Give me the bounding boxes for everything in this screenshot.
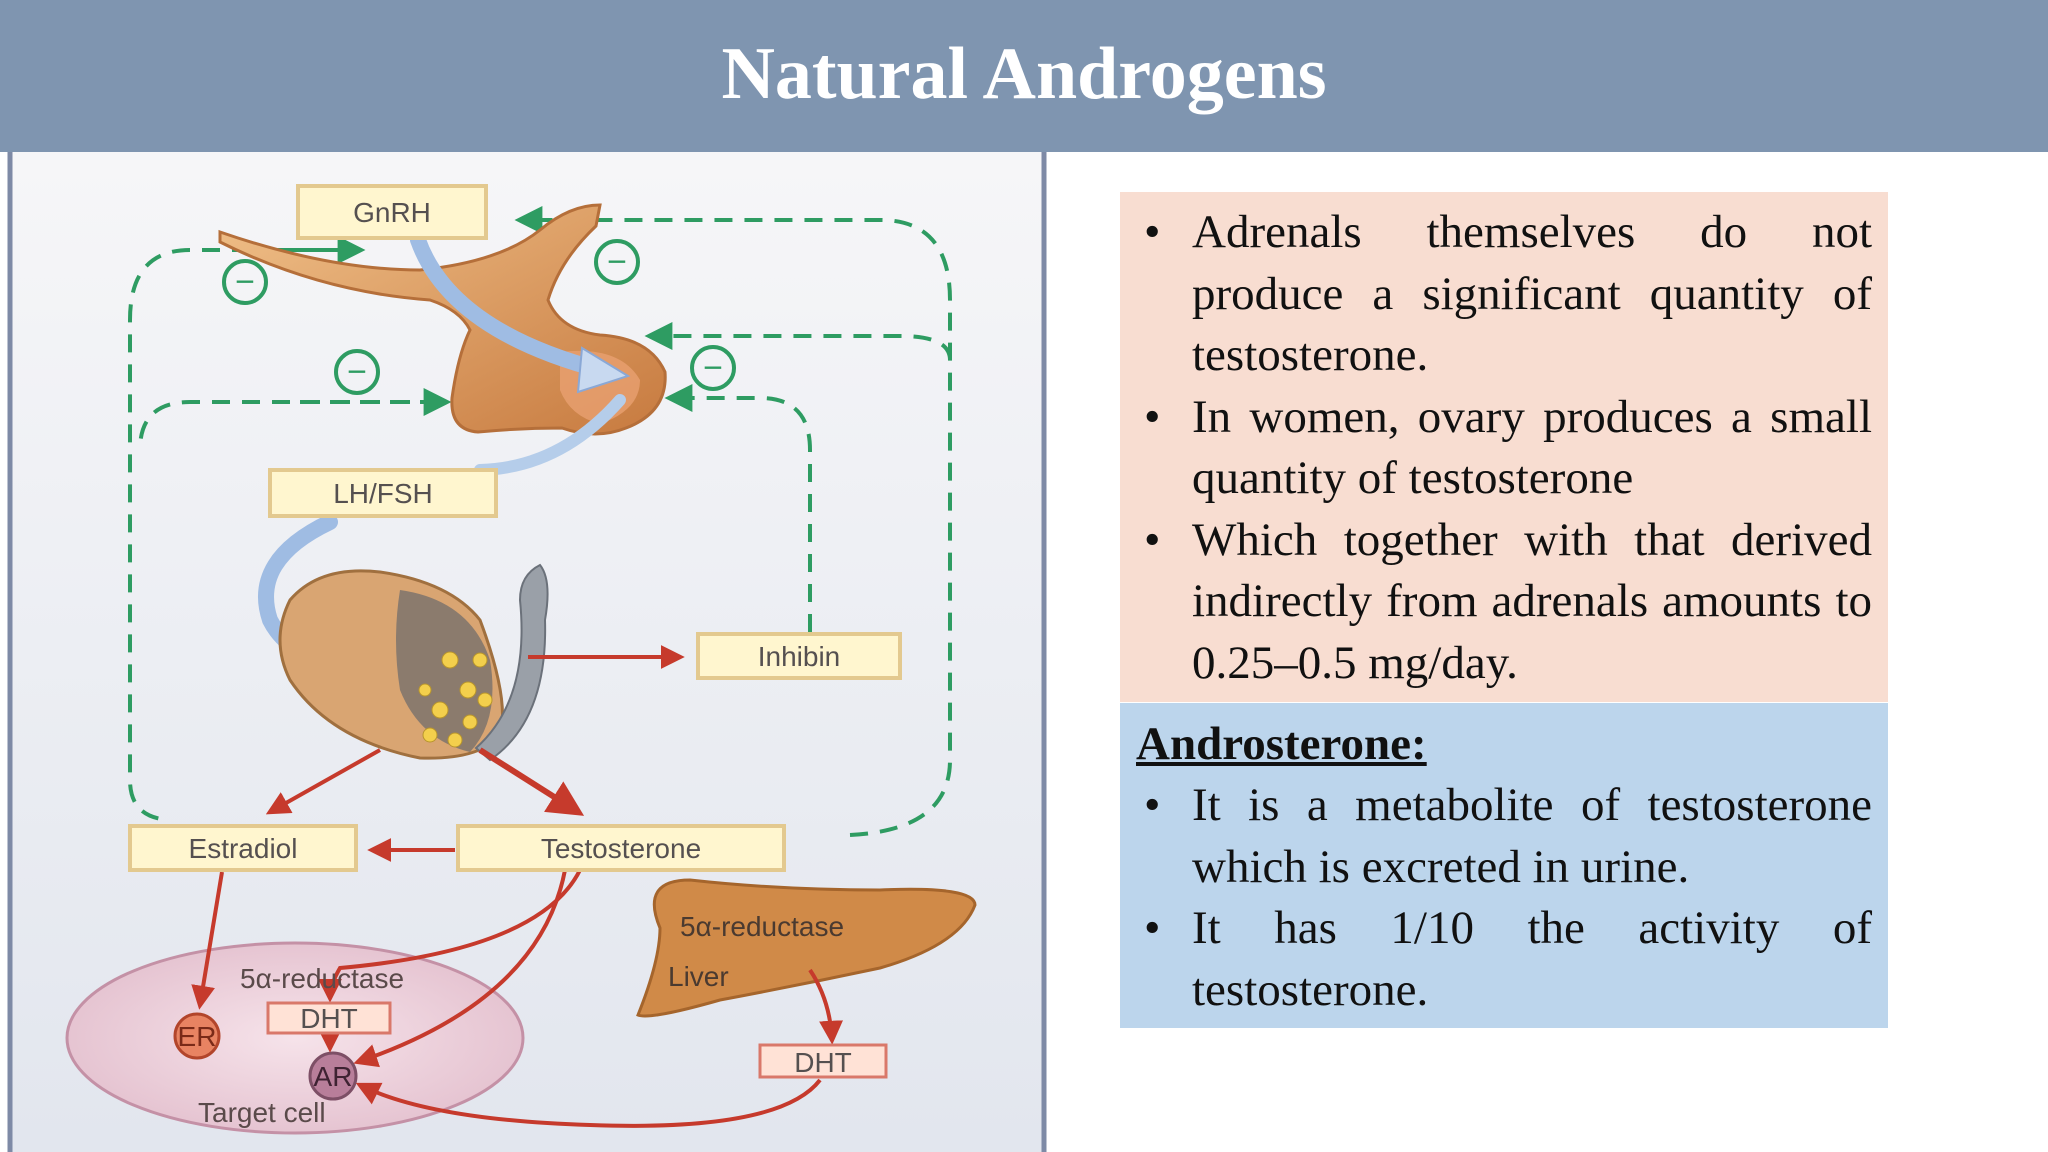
gnrh-label: GnRH [353,197,431,228]
gnrh-arrow [410,232,608,378]
testosterone-to-ar-arrow [353,869,567,1068]
bullet: • [1144,779,1161,831]
bullet: • [1144,513,1161,566]
feedback-mid-right [644,322,952,361]
reductase-cell-label: 5α-reductase [240,963,404,994]
fallopian-tube [474,563,549,762]
liver-label: Liver [668,961,729,992]
estradiol-to-er-arrow [191,871,224,1010]
ovary-inner [396,590,493,752]
minus-circle [334,349,380,395]
list-item: •Which together with that derived indire… [1136,510,1872,695]
dht-liver-label: DHT [794,1047,852,1078]
feedback-outer-right [514,206,952,837]
ovary-to-estradiol-arrow [265,748,381,815]
minus-circle [690,345,736,391]
ar-label: AR [314,1061,353,1092]
target-cell-label: Target cell [198,1097,326,1128]
androsterone-heading: Androsterone: [1136,718,1427,770]
minus-sign: − [235,263,255,301]
feedback-inhibin [664,384,812,632]
bullet: • [1144,902,1161,954]
slide-title: Natural Androgens [721,33,1327,115]
target-cell [65,941,525,1135]
androsterone-panel: Androsterone: • It is a metabolite of te… [1120,703,1888,1028]
facts-list: •Adrenals themselves do not produce a si… [1136,202,1872,694]
follicles [418,651,493,748]
bullet: • [1144,206,1161,258]
lh-fsh-label: LH/FSH [333,478,433,509]
androgen-pathway-diagram: − − − − [7,152,1047,1152]
ar-receptor [308,1051,358,1101]
gnrh-arrow-head [576,346,631,394]
minus-sign: − [703,349,723,387]
list-item: •Adrenals themselves do not produce a si… [1136,202,1872,387]
liver-to-dht-arrow [808,968,844,1045]
testosterone-box [456,824,786,872]
er-label: ER [178,1021,217,1052]
testosterone-label: Testosterone [541,833,701,864]
minus-sign: − [347,353,367,391]
minus-sign: − [607,243,627,281]
estradiol-label: Estradiol [189,833,298,864]
dht-cell-label: DHT [300,1003,358,1034]
estradiol-box [128,824,358,872]
bullet: • [1144,390,1161,443]
inhibition-markers [222,239,736,395]
liver-shape [636,878,977,1018]
testosterone-facts-panel: •Adrenals themselves do not produce a si… [1120,192,1888,702]
hypothalamus-shape [218,203,667,436]
dht-liver-box [758,1043,888,1079]
feedback-loops [128,206,952,837]
title-bar: Natural Androgens [0,0,2048,152]
stimulation-arrows [191,645,844,1128]
list-item: •It has 1/10 the activity of testosteron… [1136,898,1872,1021]
ovary-to-testosterone-arrow [478,747,585,816]
androsterone-list: • It is a metabolite of testosterone whi… [1136,775,1872,1021]
gnrh-box [296,184,488,240]
feedback-inner-left [138,400,440,451]
minus-circle [594,239,640,285]
list-item: • It is a metabolite of testosterone whi… [1136,775,1872,898]
lh-fsh-arrow [474,394,626,476]
inhibin-box [696,632,902,680]
lh-fsh-box [268,468,498,518]
reductase-liver-label: 5α-reductase [680,911,844,942]
small-boxes [266,1001,888,1079]
list-item: • In women, ovary produces a small quant… [1136,387,1872,510]
label-boxes [128,184,902,872]
er-receptor [173,1012,221,1060]
dht-cell-box [266,1001,392,1035]
dht-liver-to-ar-arrow [355,1078,822,1128]
inhibin-label: Inhibin [758,641,841,672]
minus-circle [222,259,268,305]
feedback-outer-left [128,248,340,822]
